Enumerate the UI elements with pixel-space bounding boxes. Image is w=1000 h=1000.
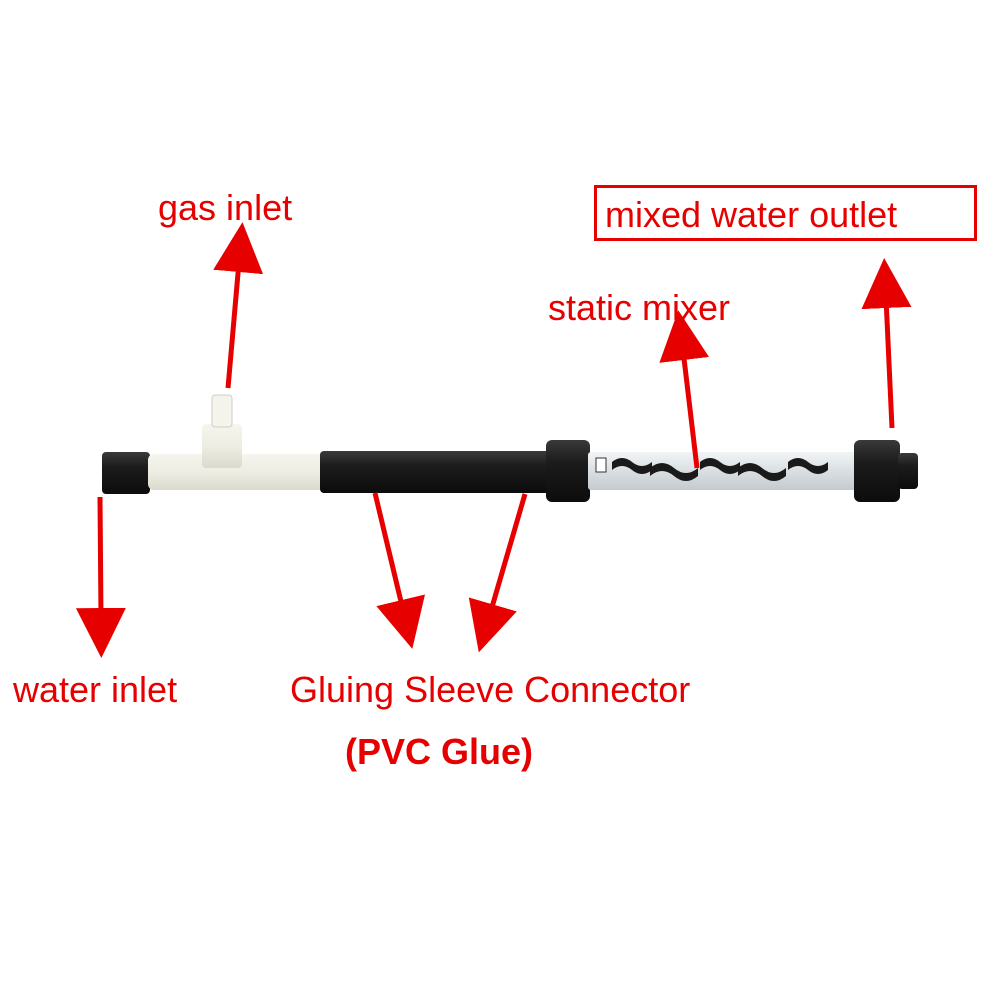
static-mixer-elements	[595, 457, 828, 481]
gas-inlet-nipple	[211, 394, 233, 428]
gas-inlet-arrow	[213, 222, 264, 389]
pvc-glue-label: (PVC Glue)	[345, 731, 534, 772]
gas-inlet-tee	[202, 424, 242, 468]
gluing-left-arrow	[372, 492, 425, 649]
static-mixer-arrow	[659, 310, 710, 469]
mixed-water-outlet-label: mixed water outlet	[605, 194, 898, 235]
black-pipe	[320, 451, 556, 493]
gas-inlet-label: gas inlet	[158, 187, 293, 228]
union-left	[546, 440, 590, 502]
inlet-cap	[102, 452, 150, 494]
outlet-arrow	[861, 258, 912, 429]
static-mixer-label: static mixer	[548, 287, 731, 328]
mixed-water-outlet-box: mixed water outlet	[594, 185, 977, 241]
water-inlet-arrow	[75, 496, 126, 658]
outlet-end	[898, 453, 918, 489]
injector-body	[148, 454, 328, 490]
gluing-sleeve-connector-label: Gluing Sleeve Connector	[290, 669, 691, 710]
gluing-right-arrow	[468, 493, 528, 653]
union-right	[854, 440, 900, 502]
water-inlet-label: water inlet	[13, 669, 178, 710]
